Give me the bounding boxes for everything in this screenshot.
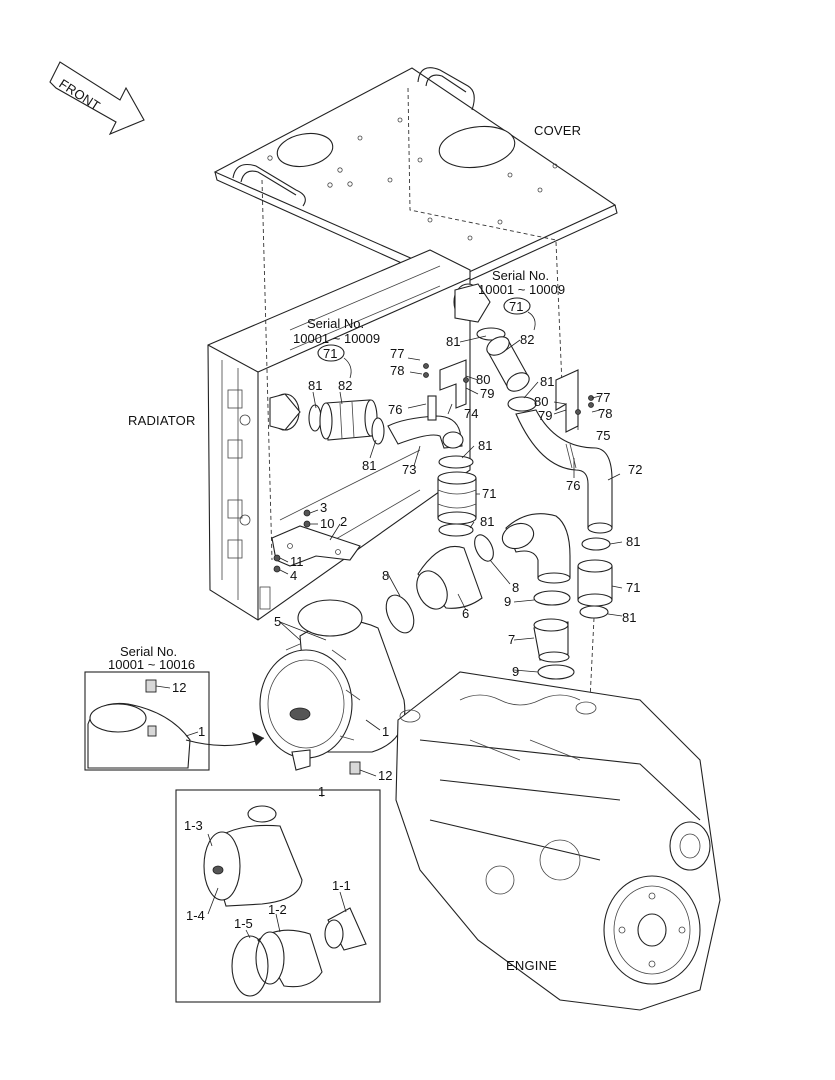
inset-serial-box: [84, 671, 265, 771]
callout-79: 79: [538, 408, 552, 423]
bracket-74: [423, 359, 469, 409]
bracket-2: [271, 509, 361, 573]
callout-2: 2: [340, 514, 347, 529]
callout-8: 8: [382, 568, 389, 583]
callout-7: 7: [508, 632, 515, 647]
engine-label: ENGINE: [506, 958, 557, 973]
serial-right-title: Serial No.: [492, 268, 549, 283]
callout-1-3: 1-3: [184, 818, 203, 833]
callout-3: 3: [320, 500, 327, 515]
callout-1: 1: [382, 724, 389, 739]
leader-lines: [155, 335, 623, 939]
callout-6: 6: [462, 606, 469, 621]
callout-8: 8: [512, 580, 519, 595]
callout-11: 11: [290, 554, 304, 569]
elbow-intake: [501, 513, 571, 584]
serial-right-range: 10001 ~ 10009: [478, 282, 565, 297]
serial-left-title: Serial No.: [307, 316, 364, 331]
callout-12: 12: [378, 768, 392, 783]
callout-77: 77: [390, 346, 404, 361]
callouts: 81 82 77 78 80 79 81 82 76 74 81 73 81 7…: [172, 332, 642, 931]
callout-78: 78: [390, 363, 404, 378]
tube-73: [387, 415, 464, 449]
callout-4: 4: [290, 568, 297, 583]
hose-82-right: [486, 336, 530, 392]
front-arrow: FRONT: [49, 61, 145, 136]
svg-text:71: 71: [509, 299, 523, 314]
callout-81: 81: [308, 378, 322, 393]
callout-81: 81: [626, 534, 640, 549]
callout-71: 71: [626, 580, 640, 595]
callout-12: 12: [172, 680, 186, 695]
callout-81: 81: [622, 610, 636, 625]
serial-left-range: 10001 ~ 10009: [293, 331, 380, 346]
bracket-75: [555, 369, 594, 433]
callout-81: 81: [446, 334, 460, 349]
tube-72: [515, 409, 613, 534]
engine: [395, 671, 721, 1011]
callout-73: 73: [402, 462, 416, 477]
callout-78: 78: [598, 406, 612, 421]
callout-1-1: 1-1: [332, 878, 351, 893]
callout-81: 81: [478, 438, 492, 453]
radiator-label: RADIATOR: [128, 413, 196, 428]
callout-1: 1: [318, 784, 325, 799]
callout-80: 80: [534, 394, 548, 409]
callout-77: 77: [596, 390, 610, 405]
hose-82-left: [319, 399, 378, 441]
ref-left-oval: 71: [317, 344, 352, 379]
callout-74: 74: [464, 406, 478, 421]
callout-80: 80: [476, 372, 490, 387]
callout-82: 82: [520, 332, 534, 347]
callout-10: 10: [320, 516, 334, 531]
cover-panel: [213, 67, 618, 288]
callout-81: 81: [480, 514, 494, 529]
callout-75: 75: [596, 428, 610, 443]
callout-76: 76: [388, 402, 402, 417]
callout-71: 71: [482, 486, 496, 501]
ref-right-oval: 71: [503, 297, 536, 331]
callout-82: 82: [338, 378, 352, 393]
callout-1-5: 1-5: [234, 916, 253, 931]
callout-81: 81: [362, 458, 376, 473]
callout-9: 9: [504, 594, 511, 609]
coupler-71-right: [577, 559, 613, 607]
air-cleaner-main: [259, 599, 406, 775]
coupler-71-left: [437, 471, 477, 525]
callout-72: 72: [628, 462, 642, 477]
cover-label: COVER: [534, 123, 581, 138]
callout-79: 79: [480, 386, 494, 401]
svg-text:71: 71: [323, 346, 337, 361]
hose-7: [533, 618, 570, 663]
callout-81: 81: [540, 374, 554, 389]
tube-6: [416, 546, 483, 610]
callout-76: 76: [566, 478, 580, 493]
callout-1-4: 1-4: [186, 908, 205, 923]
serial-inset-title: Serial No.: [120, 644, 177, 659]
callout-1: 1: [198, 724, 205, 739]
callout-9: 9: [512, 664, 519, 679]
callout-1-2: 1-2: [268, 902, 287, 917]
serial-inset-range: 10001 ~ 10016: [108, 657, 195, 672]
exploded-view-box: [175, 789, 381, 1003]
callout-5: 5: [274, 614, 281, 629]
